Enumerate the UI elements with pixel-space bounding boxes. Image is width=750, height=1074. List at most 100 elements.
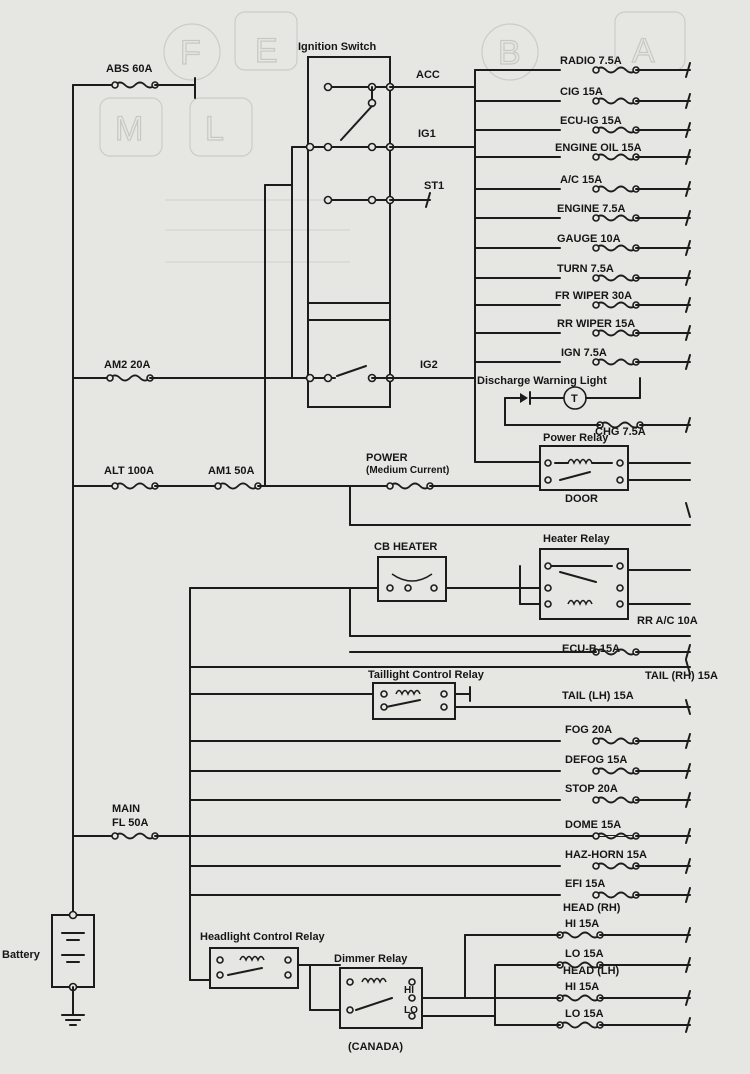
fuse-row-tail-lh: TAIL (LH) 15A	[562, 690, 691, 715]
power-relay-label: Power Relay	[543, 432, 609, 444]
st1-label: ST1	[424, 180, 444, 192]
fuse-row-fog: FOG 20A	[189, 724, 691, 749]
am1-fuse-label: AM1 50A	[208, 465, 255, 477]
fuse-row-haz-horn: HAZ-HORN 15A	[189, 849, 691, 874]
ig2-label: IG2	[420, 359, 438, 371]
circuit-label-rr-wiper: RR WIPER 15A	[557, 318, 635, 330]
circuit-label-dome: DOME 15A	[565, 819, 621, 831]
fuse-row-tail-rh: TAIL (RH) 15A	[645, 659, 718, 682]
bg-letter: B	[498, 34, 521, 72]
circuit-label-fog: FOG 20A	[565, 724, 612, 736]
warning-lamp-symbol: T	[571, 393, 578, 405]
fuse-row-rr-wiper: RR WIPER 15A	[474, 318, 691, 341]
circuit-label-defog: DEFOG 15A	[565, 754, 627, 766]
battery: Battery	[2, 910, 95, 1026]
abs-fuse-label: ABS 60A	[106, 63, 153, 75]
circuit-label-efi: EFI 15A	[565, 878, 605, 890]
circuit-label-lo-rh: LO 15A	[565, 948, 604, 960]
fuse-row-defog: DEFOG 15A	[189, 754, 691, 779]
headlamp-fuse-lo-lh: LO 15A	[556, 1008, 691, 1033]
fuse-row-dome: DOME 15A	[189, 819, 691, 844]
dimmer-hi-label: HI	[404, 985, 414, 996]
circuit-label-fr-wiper: FR WIPER 30A	[555, 290, 632, 302]
circuit-label-gauge: GAUGE 10A	[557, 233, 621, 245]
fuse-row-door: DOOR	[565, 493, 691, 518]
discharge-warning-light: Discharge Warning Light T	[477, 375, 641, 426]
circuit-label-ecu-ig: ECU-IG 15A	[560, 115, 622, 127]
bg-letter: F	[180, 34, 201, 72]
dimmer-relay: Dimmer Relay HI LO (CANADA)	[334, 953, 496, 1053]
circuit-label-cig: CIG 15A	[560, 86, 603, 98]
bg-letter: M	[115, 110, 143, 148]
fuse-row-engine-oil: ENGINE OIL 15A	[474, 142, 691, 165]
main-fuse-label-2: FL 50A	[112, 817, 149, 829]
canada-label: (CANADA)	[348, 1041, 403, 1053]
power-relay: Power Relay	[474, 432, 691, 491]
cb-heater-label: CB HEATER	[374, 541, 437, 553]
headlight-control-relay: Headlight Control Relay	[189, 931, 341, 1011]
fuse-row-efi: EFI 15A	[189, 878, 691, 903]
fuse-row-ign: IGN 7.5A	[474, 347, 691, 370]
taillight-control-relay: Taillight Control Relay	[189, 669, 691, 720]
dimmer-lo-label: LO	[404, 1005, 418, 1016]
battery-bus	[72, 84, 116, 916]
circuit-label-stop: STOP 20A	[565, 783, 618, 795]
circuit-label-ecu-b: ECU-B 15A	[562, 643, 620, 655]
dimmer-relay-label: Dimmer Relay	[334, 953, 408, 965]
fuse-row-ac: A/C 15A	[474, 174, 691, 197]
abs-fuse: ABS 60A	[106, 63, 196, 99]
acc-ig-bus	[389, 69, 476, 463]
bg-letter: A	[632, 32, 655, 70]
headlamp-fuse-hi-rh: HI 15A HEAD (RH)	[556, 902, 691, 943]
circuit-label-tail-lh: TAIL (LH) 15A	[562, 690, 634, 702]
headlamp-fuse-lo-rh: LO 15A	[556, 948, 691, 973]
circuit-label-ac: A/C 15A	[560, 174, 602, 186]
alt-am1-fuses: ALT 100A AM1 50A	[104, 184, 266, 490]
headlight-relay-label: Headlight Control Relay	[200, 931, 326, 943]
fuse-row-fr-wiper: FR WIPER 30A	[474, 290, 691, 313]
circuit-label-door: DOOR	[565, 493, 598, 505]
circuit-label-turn: TURN 7.5A	[557, 263, 614, 275]
fuse-row-stop: STOP 20A	[189, 783, 691, 808]
fuse-row-ecu-ig: ECU-IG 15A	[474, 115, 691, 138]
acc-label: ACC	[416, 69, 440, 81]
fuse-row-turn: TURN 7.5A	[474, 263, 691, 286]
fuse-circuit-rows: RADIO 7.5A CIG 15A ECU-IG 15A ENGINE OIL 15…	[189, 55, 718, 1033]
background-show-through: F E L B A M	[99, 11, 686, 263]
power-label-1: POWER	[366, 452, 408, 464]
circuit-label-engine: ENGINE 7.5A	[557, 203, 626, 215]
cb-heater: CB HEATER	[189, 541, 691, 637]
ignition-switch: Ignition Switch	[264, 41, 395, 408]
taillight-relay-label: Taillight Control Relay	[368, 669, 485, 681]
circuit-label-tail-rh: TAIL (RH) 15A	[645, 670, 718, 682]
battery-label: Battery	[2, 949, 41, 961]
fuse-row-gauge: GAUGE 10A	[474, 233, 691, 256]
lower-sub-bus	[189, 587, 691, 981]
circuit-label-radio: RADIO 7.5A	[560, 55, 622, 67]
power-medium-current: POWER (Medium Current)	[264, 452, 691, 526]
fuse-row-ecu-b: ECU-B 15A	[349, 643, 691, 660]
discharge-warning-label: Discharge Warning Light	[477, 375, 607, 387]
bg-letter: E	[255, 32, 278, 70]
circuit-label-lo-lh: LO 15A	[565, 1008, 604, 1020]
circuit-label-hi-lh: HI 15A	[565, 981, 599, 993]
ig1-label: IG1	[418, 128, 436, 140]
circuit-label-haz-horn: HAZ-HORN 15A	[565, 849, 647, 861]
circuit-label-chg: CHG 7.5A	[595, 426, 646, 438]
headlamp-feeds	[464, 934, 561, 1026]
ignition-switch-title: Ignition Switch	[298, 41, 376, 53]
am2-fuse: AM2 20A	[104, 359, 293, 382]
circuit-label-ign: IGN 7.5A	[561, 347, 607, 359]
circuit-label-head-rh: HEAD (RH)	[563, 902, 621, 914]
circuit-label-engine-oil: ENGINE OIL 15A	[555, 142, 642, 154]
fuse-row-radio: RADIO 7.5A	[474, 55, 691, 78]
fuse-row-cig: CIG 15A	[474, 86, 691, 109]
heater-relay: Heater Relay RR A/C 10A	[519, 533, 698, 627]
alt-fuse-label: ALT 100A	[104, 465, 154, 477]
am2-fuse-label: AM2 20A	[104, 359, 151, 371]
circuit-label-hi-rh: HI 15A	[565, 918, 599, 930]
heater-relay-label: Heater Relay	[543, 533, 611, 545]
